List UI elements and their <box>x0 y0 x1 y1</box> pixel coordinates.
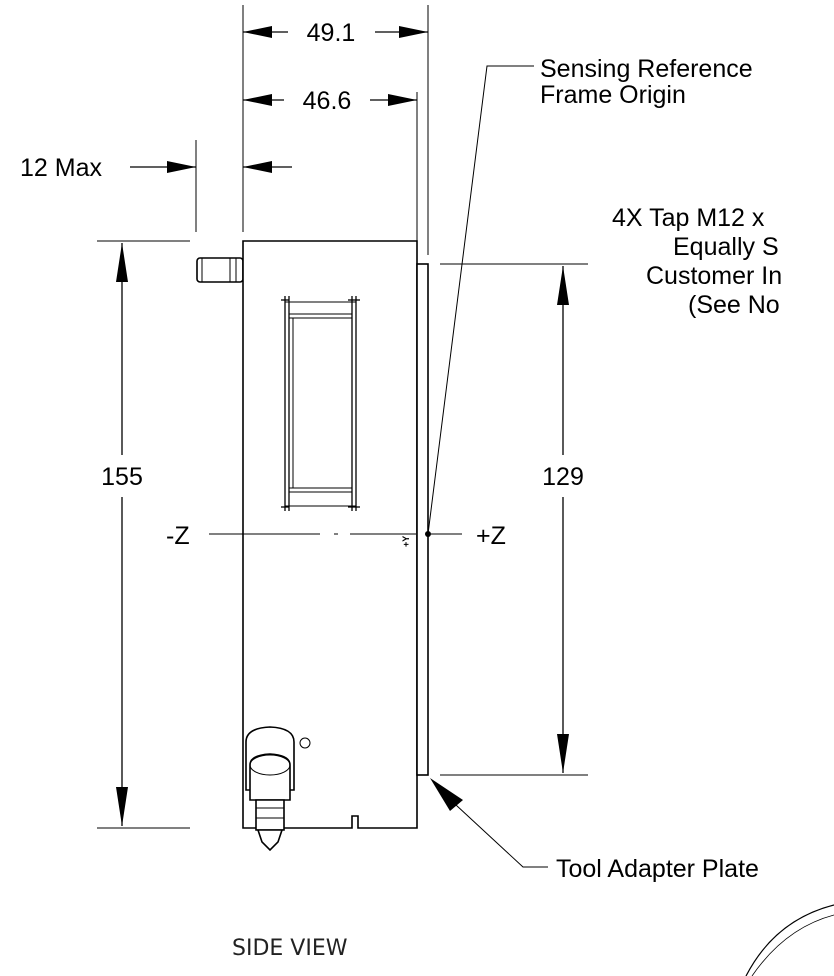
bottom-fitting <box>245 726 311 852</box>
dimension-connector-max: 12 Max <box>20 154 292 182</box>
sensing-reference-callout: Sensing Reference Frame Origin <box>427 55 753 535</box>
tap-callout: 4X Tap M12 x Equally S Customer In (See … <box>612 204 782 319</box>
view-title: SIDE VIEW <box>232 936 348 961</box>
dimension-overall-height: 155 <box>101 243 143 826</box>
pos-z-label: +Z <box>476 522 506 550</box>
sensing-reference-line2: Frame Origin <box>540 81 686 109</box>
dimension-155-label: 155 <box>101 463 143 491</box>
dimension-12-max-label: 12 Max <box>20 154 102 182</box>
sensing-reference-line1: Sensing Reference <box>540 55 753 83</box>
tool-adapter-plate-label: Tool Adapter Plate <box>556 855 759 883</box>
dimension-129-label: 129 <box>542 463 584 491</box>
tool-adapter-plate-callout: Tool Adapter Plate <box>430 778 759 883</box>
dimension-46-6-label: 46.6 <box>303 87 352 115</box>
decorative-curve <box>745 904 834 976</box>
tap-callout-line2: Equally S <box>673 233 779 261</box>
internal-spool <box>281 296 360 511</box>
z-axis: -Z +Z +Y <box>166 522 506 550</box>
top-connector <box>196 257 244 283</box>
tap-callout-line3: Customer In <box>646 262 782 290</box>
dimension-plate-height: 129 <box>542 266 584 773</box>
vent-hole <box>299 737 311 749</box>
tap-callout-line1: 4X Tap M12 x <box>612 204 765 232</box>
dimension-overall-depth: 49.1 <box>243 19 428 47</box>
tap-callout-line4: (See No <box>688 291 780 319</box>
dimension-origin-depth: 46.6 <box>243 87 417 115</box>
dimension-49-1-label: 49.1 <box>307 19 356 47</box>
pos-y-label: +Y <box>401 536 411 547</box>
neg-z-label: -Z <box>166 522 190 550</box>
tool-adapter-plate <box>416 263 429 776</box>
